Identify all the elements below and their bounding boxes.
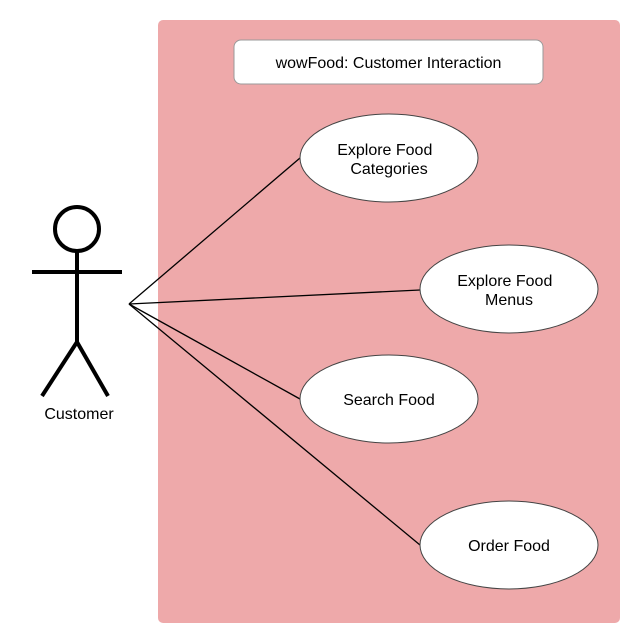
association-line-order [128, 303, 421, 546]
system-title-text: wowFood: Customer Interaction [275, 55, 502, 72]
association-line-search [128, 303, 301, 400]
actor-right-leg [75, 341, 110, 397]
use-case-ellipse [419, 244, 599, 334]
use-case-label: Explore Food Menus [457, 273, 557, 309]
use-case-label: Search Food [343, 392, 435, 409]
use-case-label-line: Explore Food [457, 273, 552, 290]
use-case-label-line: Menus [485, 292, 533, 309]
use-case-explore-categories[interactable]: Explore Food Categories [299, 113, 479, 203]
actor-head [53, 205, 101, 253]
use-case-label-line: Explore Food [337, 142, 432, 159]
system-title: wowFood: Customer Interaction [233, 39, 544, 85]
association-line-categories [128, 157, 301, 305]
association-line-menus [128, 289, 421, 305]
association-lines [128, 157, 421, 546]
use-case-label-line: Categories [350, 161, 427, 178]
use-case-ellipse [419, 500, 599, 590]
stick-figure-icon[interactable] [32, 205, 122, 398]
system-title-box [233, 39, 544, 85]
use-case-ellipse [299, 354, 479, 444]
use-case-search-food[interactable]: Search Food [299, 354, 479, 444]
use-case-order-food[interactable]: Order Food [419, 500, 599, 590]
use-case-ellipse [299, 113, 479, 203]
use-case-label: Explore Food Categories [337, 142, 437, 178]
use-case-label: Order Food [468, 538, 550, 555]
use-case-explore-menus[interactable]: Explore Food Menus [419, 244, 599, 334]
actor-label: Customer [44, 406, 114, 423]
actor-left-leg [40, 340, 79, 398]
system-boundary [158, 20, 620, 623]
